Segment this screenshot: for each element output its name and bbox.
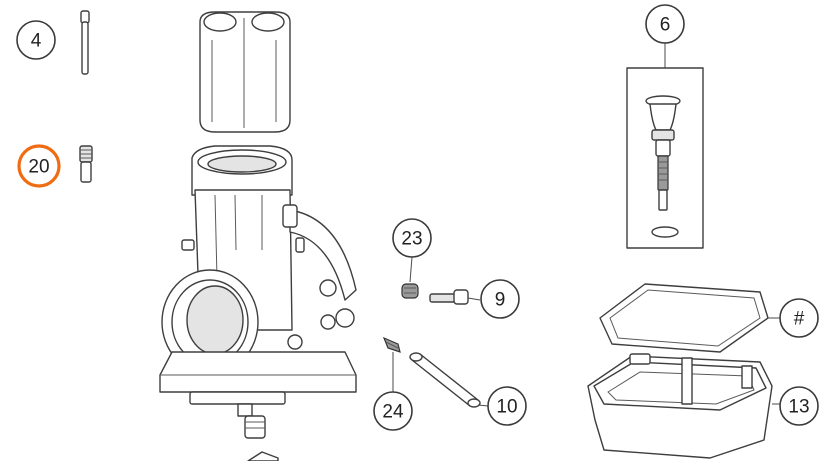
part-9-bolt[interactable] (429, 289, 481, 305)
callout-13[interactable]: 13 (779, 386, 819, 426)
callout-hash-label: # (794, 309, 805, 330)
part-13-float-bowl[interactable] (587, 353, 782, 459)
part-4-pin[interactable] (80, 10, 90, 75)
part-23-screw[interactable] (401, 256, 419, 299)
callout-10[interactable]: 10 (487, 386, 527, 426)
callout-13-label: 13 (788, 397, 809, 418)
carburetor-body[interactable] (159, 145, 357, 461)
callout-9-label: 9 (495, 290, 506, 311)
callout-20-label: 20 (28, 157, 49, 178)
callout-6-label: 6 (660, 15, 671, 36)
callout-24[interactable]: 24 (373, 391, 413, 431)
callout-hash[interactable]: # (779, 298, 819, 338)
callout-9[interactable]: 9 (480, 279, 520, 319)
callout-24-label: 24 (382, 402, 404, 423)
part-gasket[interactable] (599, 283, 782, 353)
callout-6[interactable]: 6 (645, 4, 685, 44)
callout-23-label: 23 (401, 229, 422, 250)
callout-20[interactable]: 20 (17, 144, 61, 188)
part-24-screw[interactable] (382, 336, 401, 392)
part-6-float-valve-group[interactable] (626, 43, 704, 249)
callout-23[interactable]: 23 (392, 218, 432, 258)
callout-4[interactable]: 4 (16, 20, 56, 60)
part-20-jet[interactable] (79, 145, 93, 183)
part-10-shaft[interactable] (409, 352, 489, 408)
callout-10-label: 10 (496, 397, 517, 418)
throttle-slide[interactable] (199, 11, 291, 133)
callout-4-label: 4 (31, 31, 42, 52)
